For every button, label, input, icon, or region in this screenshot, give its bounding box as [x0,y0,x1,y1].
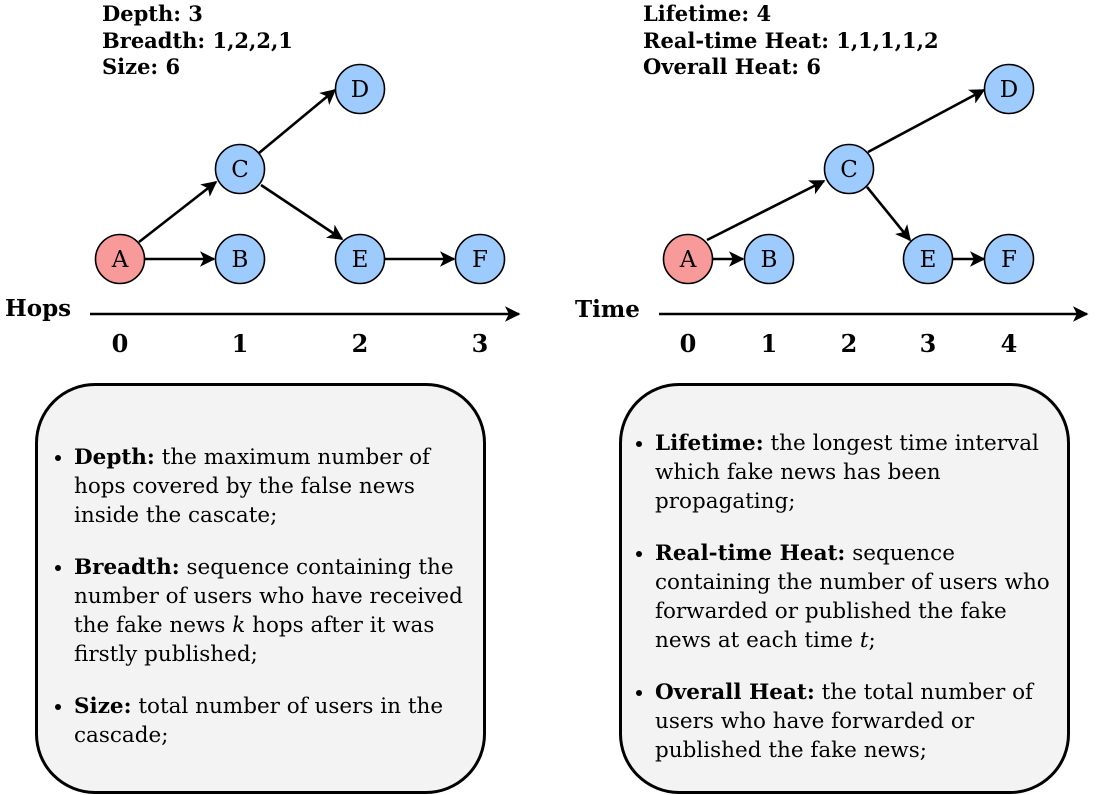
definition-term: Lifetime: [655,431,764,456]
node-f-label: F [1001,247,1017,273]
node-e-label: E [920,247,937,273]
definition-realtime-heat: Real-time Heat: sequence containing the … [655,539,1055,655]
node-a: A [94,233,146,285]
definition-breadth: Breadth: sequence containing the number … [74,553,471,669]
node-b: B [743,233,795,285]
cascade-diagrams: Depth: 3 Breadth: 1,2,2,1 Size: 6 A B C … [5,1,1089,358]
definition-list: Lifetime: the longest time interval whic… [622,429,1055,765]
hops-axis-title: Hops [5,295,71,322]
left-stats: Depth: 3 Breadth: 1,2,2,1 Size: 6 [102,1,293,79]
node-c: C [214,143,266,195]
stat-realtime-heat: Real-time Heat: 1,1,1,1,2 [643,28,939,53]
node-d-label: D [351,77,369,103]
node-a-label: A [111,247,129,273]
edge-c-e [865,186,912,242]
right-stats: Lifetime: 4 Real-time Heat: 1,1,1,1,2 Ov… [643,1,939,79]
hops-tick: 0 [112,329,129,358]
node-f: F [983,233,1035,285]
edge-c-d [867,88,986,154]
node-b: B [214,233,266,285]
temporal-definitions-box: Lifetime: the longest time interval whic… [619,383,1070,794]
definition-text: the longest time interval which fake new… [655,431,1039,514]
left-edges [138,88,456,267]
time-tick: 2 [841,329,858,358]
variable-t: t [859,628,869,653]
definition-size: Size: total number of users in the casca… [74,692,471,750]
definition-overall-heat: Overall Heat: the total number of users … [655,678,1055,765]
edge-c-e [260,183,344,241]
node-d: D [983,63,1035,115]
structure-definitions-box: Depth: the maximum number of hops covere… [35,383,486,794]
node-d: D [334,63,386,115]
stat-size: Size: 6 [102,54,180,79]
node-a-label: A [679,247,697,273]
node-c: C [823,143,875,195]
definition-list: Depth: the maximum number of hops covere… [38,443,471,750]
time-axis-title: Time [575,296,640,323]
right-nodes: A B C D E F [662,63,1035,285]
left-nodes: A B C D E F [94,63,506,285]
time-tick: 4 [1001,329,1018,358]
definition-term: Size: [74,694,132,719]
variable-k: k [232,613,246,638]
node-f-label: F [472,247,488,273]
edge-a-c [706,179,826,242]
definition-text: hops after it was firstly published; [74,613,435,667]
time-tick: 1 [761,329,778,358]
hops-tick: 2 [352,329,369,358]
stat-lifetime: Lifetime: 4 [643,1,771,26]
definition-term: Real-time Heat: [655,541,846,566]
hops-tick: 1 [232,329,249,358]
definition-text: total number of users in the cascade; [74,694,444,748]
node-c-label: C [840,157,858,183]
definition-lifetime: Lifetime: the longest time interval whic… [655,429,1055,516]
right-edges [706,88,986,267]
left-axis: Hops 0 1 2 3 [5,295,521,358]
definition-term: Overall Heat: [655,680,815,705]
definition-term: Breadth: [74,555,180,580]
time-tick: 3 [920,329,937,358]
node-a: A [662,233,714,285]
node-b-label: B [232,247,249,273]
stat-depth: Depth: 3 [102,1,203,26]
stat-breadth: Breadth: 1,2,2,1 [102,28,293,53]
definition-term: Depth: [74,445,155,470]
definition-text: the total number of users who have forwa… [655,680,1033,763]
definition-text: sequence containing the number of users … [74,555,463,638]
edge-c-d [258,88,337,155]
node-d-label: D [1000,77,1018,103]
node-f: F [454,233,506,285]
definition-text: the maximum number of hops covered by th… [74,445,430,528]
node-b-label: B [761,247,778,273]
definition-text: ; [868,628,876,653]
node-e: E [334,233,386,285]
edge-a-c [138,180,218,244]
stat-overall-heat: Overall Heat: 6 [643,54,821,79]
node-c-label: C [231,157,249,183]
right-axis: Time 0 1 2 3 4 [575,296,1089,358]
definition-depth: Depth: the maximum number of hops covere… [74,443,471,530]
hops-tick: 3 [472,329,489,358]
node-e: E [902,233,954,285]
time-tick: 0 [680,329,697,358]
node-e-label: E [352,247,369,273]
definition-text: sequence containing the number of users … [655,541,1050,653]
